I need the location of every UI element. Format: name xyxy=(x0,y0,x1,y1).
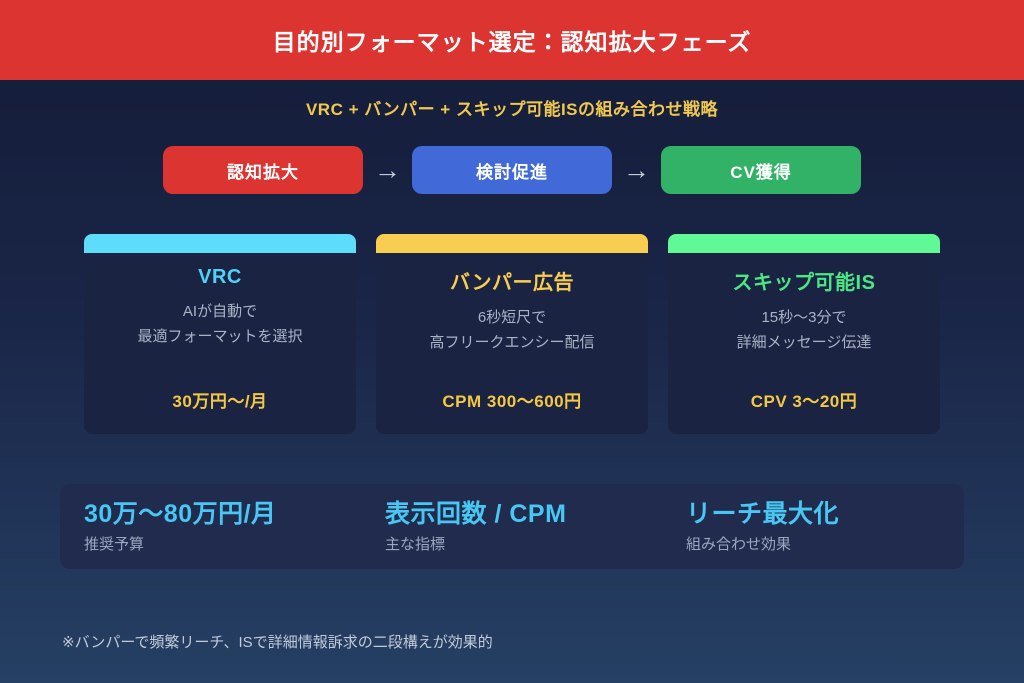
card-bumper: バンパー広告 6秒短尺で 高フリークエンシー配信 CPM 300〜600円 xyxy=(376,234,648,434)
funnel-flow: 認知拡大 → 検討促進 → CV獲得 xyxy=(0,146,1024,194)
card-description: 15秒〜3分で 詳細メッセージ伝達 xyxy=(737,305,872,355)
card-desc-line: 15秒〜3分で xyxy=(761,309,847,326)
card-title: VRC xyxy=(198,266,242,288)
title-bar: 目的別フォーマット選定：認知拡大フェーズ xyxy=(0,0,1024,80)
card-desc-line: AIが自動で xyxy=(182,303,258,320)
stat-budget: 30万〜80万円/月 推奨予算 xyxy=(60,499,361,553)
card-vrc: VRC AIが自動で 最適フォーマットを選択 30万円〜/月 xyxy=(84,234,356,434)
format-cards: VRC AIが自動で 最適フォーマットを選択 30万円〜/月 バンパー広告 6秒… xyxy=(0,234,1024,434)
card-skippable-is: スキップ可能IS 15秒〜3分で 詳細メッセージ伝達 CPV 3〜20円 xyxy=(668,234,940,434)
page-title: 目的別フォーマット選定：認知拡大フェーズ xyxy=(272,29,752,55)
card-title: スキップ可能IS xyxy=(732,272,876,294)
card-desc-line: 高フリークエンシー配信 xyxy=(429,334,595,351)
card-price: CPV 3〜20円 xyxy=(750,392,858,411)
stat-label: 組み合わせ効果 xyxy=(686,536,792,553)
card-desc-line: 6秒短尺で xyxy=(477,309,547,326)
flow-step-awareness: 認知拡大 xyxy=(163,146,363,194)
stat-value: 表示回数 / CPM xyxy=(385,500,567,528)
card-price: 30万円〜/月 xyxy=(172,392,268,411)
stat-value: リーチ最大化 xyxy=(686,500,840,528)
card-accent-bar xyxy=(668,234,940,253)
card-desc-line: 最適フォーマットを選択 xyxy=(137,328,303,345)
card-price: CPM 300〜600円 xyxy=(442,392,582,411)
stat-value: 30万〜80万円/月 xyxy=(84,500,277,528)
arrow-right-icon: → xyxy=(623,154,650,185)
flow-step-consideration: 検討促進 xyxy=(412,146,612,194)
stat-label: 主な指標 xyxy=(385,536,446,553)
stat-metric: 表示回数 / CPM 主な指標 xyxy=(361,499,662,553)
card-accent-bar xyxy=(84,234,356,253)
footnote: ※バンパーで頻繁リーチ、ISで詳細情報訴求の二段構えが効果的 xyxy=(62,634,493,651)
arrow-right-icon: → xyxy=(374,154,401,185)
card-description: AIが自動で 最適フォーマットを選択 xyxy=(137,299,302,349)
card-title: バンパー広告 xyxy=(450,272,574,294)
card-accent-bar xyxy=(376,234,648,253)
card-description: 6秒短尺で 高フリークエンシー配信 xyxy=(429,305,594,355)
stat-label: 推奨予算 xyxy=(84,536,145,553)
subtitle: VRC + バンパー + スキップ可能ISの組み合わせ戦略 xyxy=(305,100,719,119)
stat-effect: リーチ最大化 組み合わせ効果 xyxy=(662,499,963,553)
stats-panel: 30万〜80万円/月 推奨予算 表示回数 / CPM 主な指標 リーチ最大化 組… xyxy=(60,484,964,569)
flow-step-conversion: CV獲得 xyxy=(661,146,861,194)
card-desc-line: 詳細メッセージ伝達 xyxy=(736,334,872,351)
